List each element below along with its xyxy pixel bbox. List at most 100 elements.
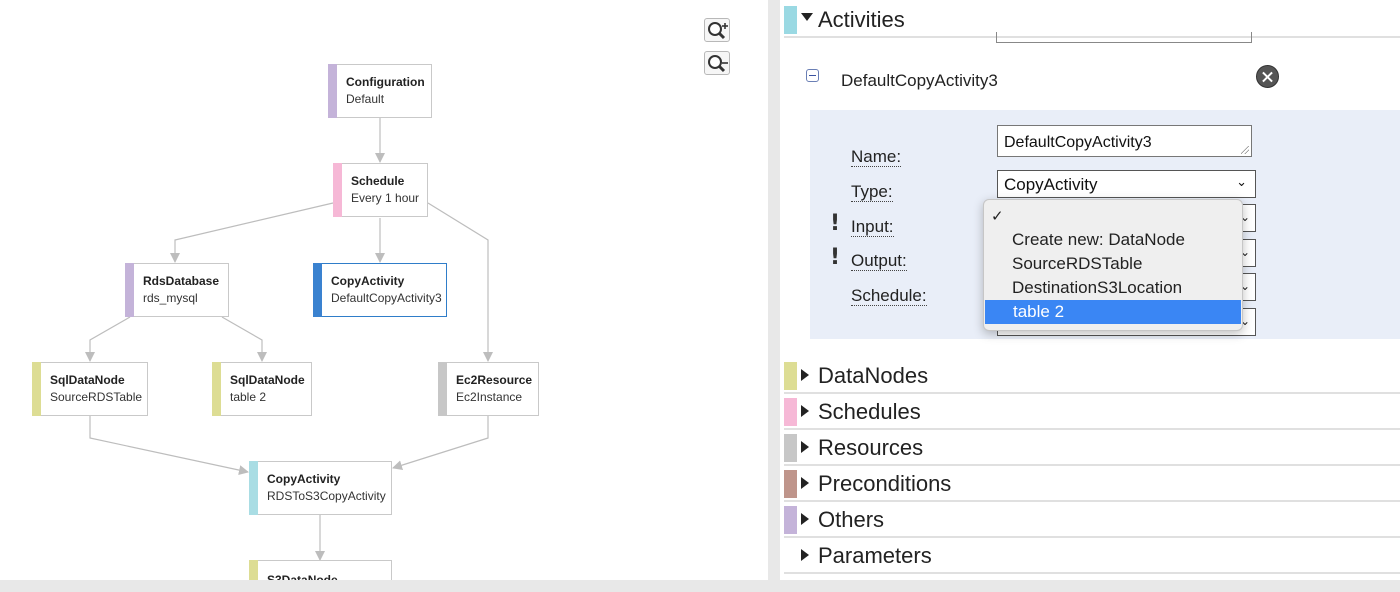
zoom-out-button[interactable]: [704, 51, 730, 75]
name-field[interactable]: DefaultCopyActivity3: [997, 125, 1252, 157]
name-label: Name:: [851, 147, 902, 167]
node-name: DefaultCopyActivity3: [331, 291, 442, 305]
node-s3datanode[interactable]: S3DataNode: [249, 560, 392, 580]
delete-icon[interactable]: [1256, 65, 1279, 88]
collapse-icon[interactable]: [806, 69, 819, 82]
section-parameters[interactable]: Parameters: [784, 538, 1400, 574]
edge-schedule-rdsdatabase: [170, 202, 334, 263]
edge-schedule-ec2resource: [427, 202, 493, 362]
chevron-down-icon: ⌄: [1236, 175, 1247, 190]
chevron-down-icon: ⌄: [1239, 210, 1250, 224]
section-title: Preconditions: [818, 471, 952, 496]
section-preconditions[interactable]: Preconditions: [784, 466, 1400, 502]
section-schedules[interactable]: Schedules: [784, 394, 1400, 430]
collapsed-triangle-icon[interactable]: [801, 549, 809, 561]
schedule-label: Schedule:: [851, 286, 927, 306]
node-name: Every 1 hour: [351, 191, 420, 205]
checkmark-icon: ✓: [991, 207, 1004, 225]
node-name: Default: [346, 92, 385, 106]
node-schedule[interactable]: Schedule Every 1 hour: [333, 163, 428, 217]
section-resources[interactable]: Resources: [784, 430, 1400, 466]
type-label: Type:: [851, 182, 893, 202]
section-others[interactable]: Others: [784, 502, 1400, 538]
section-title: DataNodes: [818, 363, 929, 388]
section-color-swatch: [784, 434, 797, 462]
node-copyactivity-default[interactable]: CopyActivity DefaultCopyActivity3: [313, 263, 447, 317]
node-type: SqlDataNode: [50, 373, 125, 387]
node-color-bar: [313, 263, 322, 317]
node-copyactivity-rds[interactable]: CopyActivity RDSToS3CopyActivity: [249, 461, 392, 515]
section-title: Others: [818, 507, 885, 532]
node-type: Schedule: [351, 174, 405, 188]
zoom-in-button[interactable]: [704, 18, 730, 42]
collapsed-triangle-icon[interactable]: [801, 513, 809, 525]
node-color-bar: [125, 263, 134, 317]
dropdown-option[interactable]: Create new: DataNode: [1012, 230, 1185, 249]
zoom-out-icon: [708, 55, 728, 73]
chevron-down-icon: ⌄: [1239, 314, 1250, 328]
edge-ec2-copyrds: [392, 416, 489, 471]
section-title: Resources: [818, 435, 924, 460]
chevron-down-icon: ⌄: [1239, 279, 1250, 293]
node-name: Ec2Instance: [456, 390, 523, 404]
graph-edges: [85, 118, 493, 561]
name-field-value: DefaultCopyActivity3: [1004, 134, 1152, 151]
node-type: SqlDataNode: [230, 373, 305, 387]
node-color-bar: [328, 64, 337, 118]
input-dropdown-list[interactable]: ✓ Create new: DataNode SourceRDSTable De…: [983, 199, 1243, 331]
node-rdsdatabase[interactable]: RdsDatabase rds_mysql: [125, 263, 229, 317]
collapsed-triangle-icon[interactable]: [801, 441, 809, 453]
resize-grip-icon[interactable]: [1241, 146, 1249, 154]
node-color-bar: [249, 461, 258, 515]
dropdown-option-highlighted[interactable]: table 2: [985, 300, 1241, 324]
dropdown-option[interactable]: DestinationS3Location: [1012, 278, 1183, 297]
section-color-swatch: [784, 6, 797, 34]
node-sqldatanode-table2[interactable]: SqlDataNode table 2: [212, 362, 312, 416]
section-color-swatch: [784, 362, 797, 390]
section-title: Schedules: [818, 399, 921, 424]
collapsed-triangle-icon[interactable]: [801, 477, 809, 489]
section-title: Parameters: [818, 543, 932, 568]
section-title: Activities: [818, 7, 905, 32]
section-activities[interactable]: Activities: [784, 2, 1400, 38]
type-select-value: CopyActivity: [1004, 175, 1098, 194]
dropdown-option[interactable]: SourceRDSTable: [1012, 254, 1143, 273]
section-datanodes[interactable]: DataNodes: [784, 358, 1400, 394]
node-type: RdsDatabase: [143, 274, 220, 288]
output-warning-icon: !: [830, 245, 841, 270]
section-color-swatch: [784, 506, 797, 534]
node-name: table 2: [230, 390, 267, 404]
properties-panel: Activities DefaultCopyActivity3 Name: De…: [780, 0, 1400, 580]
collapsed-triangle-icon[interactable]: [801, 369, 809, 381]
dropdown-empty-option[interactable]: ✓: [984, 204, 1242, 228]
type-select[interactable]: CopyActivity ⌄: [997, 170, 1256, 198]
node-configuration[interactable]: Configuration Default: [328, 64, 432, 118]
edge-rdsdatabase-sqlsource: [85, 316, 131, 362]
node-type: Configuration: [346, 75, 425, 89]
node-name: SourceRDSTable: [50, 390, 143, 404]
activity-title: DefaultCopyActivity3: [841, 71, 998, 90]
panel-bottom-bar: [780, 580, 1400, 592]
node-type: CopyActivity: [267, 472, 341, 486]
node-color-bar: [438, 362, 447, 416]
output-label: Output:: [851, 251, 907, 271]
pipeline-graph-canvas[interactable]: Configuration Default Schedule Every 1 h…: [0, 0, 768, 580]
node-type: CopyActivity: [331, 274, 405, 288]
pane-splitter[interactable]: [768, 0, 780, 592]
expanded-triangle-icon[interactable]: [801, 13, 813, 21]
zoom-in-icon: [708, 22, 728, 40]
node-type: Ec2Resource: [456, 373, 533, 387]
input-label: Input:: [851, 217, 894, 237]
node-color-bar: [32, 362, 41, 416]
chevron-down-icon: ⌄: [1239, 245, 1250, 259]
node-ec2resource[interactable]: Ec2Resource Ec2Instance: [438, 362, 539, 416]
node-sqldatanode-source[interactable]: SqlDataNode SourceRDSTable: [32, 362, 148, 416]
node-color-bar: [249, 560, 258, 580]
section-color-swatch: [784, 470, 797, 498]
previous-field-edge: [996, 32, 1252, 43]
edge-rdsdatabase-sqltable2: [221, 316, 267, 362]
horizontal-scrollbar[interactable]: [0, 580, 768, 592]
collapsed-triangle-icon[interactable]: [801, 405, 809, 417]
node-name: rds_mysql: [143, 291, 198, 305]
input-warning-icon: !: [830, 211, 841, 236]
